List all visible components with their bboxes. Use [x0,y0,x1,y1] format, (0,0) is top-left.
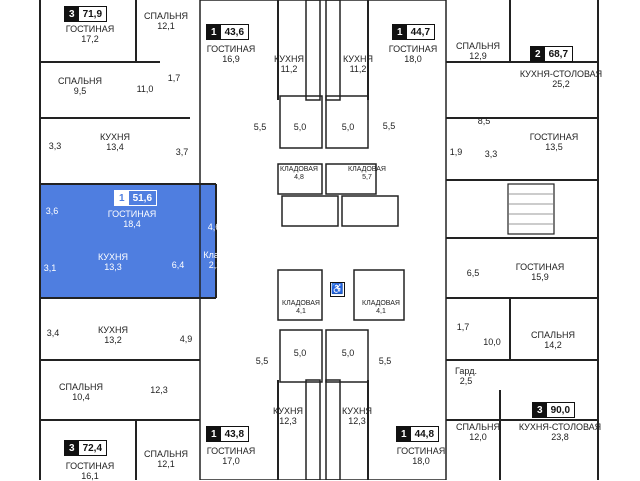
total-area: 43,8 [224,428,245,440]
wheelchair-icon: ♿ [330,282,345,297]
area-value: 3,4 [46,328,60,338]
total-area: 68,7 [548,48,569,60]
area-value: 5,5 [382,121,396,131]
room-count: 1 [393,25,407,39]
area-value: 11,0 [136,84,154,94]
area-value: 1,9 [449,147,463,157]
area-value: 3,1 [43,263,57,273]
total-area: 43,6 [224,26,245,38]
room-count: 1 [207,25,221,39]
total-area: 51,6 [132,192,153,204]
area-value: 1,7 [456,322,470,332]
area-value: 3,7 [175,147,189,157]
room-count: 1 [115,191,129,205]
area-value: 3,3 [48,141,62,151]
area-value: 4,9 [179,334,193,344]
total-area: 71,9 [82,8,103,20]
area-value: 5,5 [255,356,269,366]
total-area: 90,0 [550,404,571,416]
area-value: 5,5 [253,122,267,132]
area-value: 5,0 [293,122,307,132]
area-value: 5,0 [341,122,355,132]
area-value: 4,6 [207,222,221,232]
total-area: 72,4 [82,442,103,454]
area-value: 3,3 [484,149,498,159]
room-count: 1 [397,427,411,441]
area-value: 8,5 [477,116,491,126]
total-area: 44,7 [410,26,431,38]
area-value: 10,0 [483,337,501,347]
room-count: 3 [65,7,79,21]
total-area: 44,8 [414,428,435,440]
area-value: 12,3 [150,385,168,395]
area-value: 5,0 [341,348,355,358]
room-label: Клад.2,2 [203,250,227,270]
area-value: 5,0 [293,348,307,358]
room-label: Гард.2,5 [455,366,477,386]
room-count: 1 [207,427,221,441]
room-count: 2 [531,47,545,61]
area-value: 5,5 [378,356,392,366]
area-value: 1,7 [167,73,181,83]
room-count: 3 [533,403,547,417]
area-value: 3,6 [45,206,59,216]
room-count: 3 [65,441,79,455]
area-value: 6,5 [466,268,480,278]
area-value: 6,4 [171,260,185,270]
